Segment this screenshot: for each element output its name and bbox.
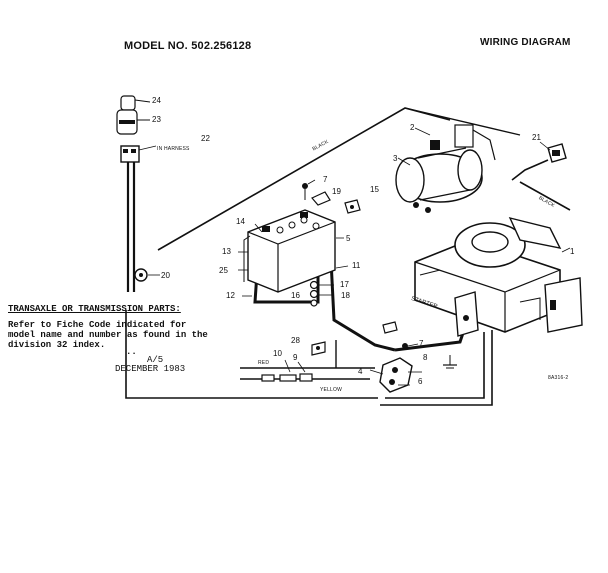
model-number: MODEL NO. 502.256128: [124, 40, 252, 52]
bottom-wire: [125, 310, 378, 399]
grommet-20: [134, 268, 160, 282]
battery-cable-11: [328, 239, 396, 352]
notes-line-1: Refer to Fiche Code indicated for: [8, 320, 187, 330]
notes-line-2: model name and number as found in the: [8, 330, 208, 340]
callout-23: 23: [152, 115, 161, 124]
callout-17: 17: [340, 280, 349, 289]
callout-18: 18: [341, 291, 350, 300]
callout-15: 15: [370, 185, 379, 194]
engine: [414, 216, 583, 337]
black-wire-upper: [404, 107, 521, 136]
yellow-wire-label: YELLOW: [320, 387, 343, 393]
notes-dots: ..: [126, 347, 137, 357]
callout-25: 25: [219, 266, 228, 275]
callout-3: 3: [393, 154, 398, 163]
callout-8: 8: [423, 353, 428, 362]
callout-24: 24: [152, 96, 161, 105]
starter-generator: [395, 124, 496, 213]
bottom-wire-right: [380, 330, 493, 406]
battery-bolt: [302, 179, 331, 206]
harness-connector: [120, 145, 157, 163]
solenoid: [369, 357, 422, 393]
screw-7-lower: [402, 343, 419, 349]
clip-near-8: [382, 321, 398, 334]
callout-1: 1: [570, 247, 575, 256]
callout-19: 19: [332, 187, 341, 196]
black-wire-right: [511, 159, 549, 181]
in-harness-label: IN HARNESS: [157, 146, 190, 152]
bottom-wire-right-2: [385, 332, 485, 399]
terminal-hardware: [309, 280, 334, 307]
callout-10: 10: [273, 349, 282, 358]
revision-code: A/5: [147, 355, 164, 365]
callout-11: 11: [352, 261, 361, 270]
drawing-code: 8A316-2: [548, 375, 569, 381]
callout-9: 9: [293, 353, 298, 362]
callout-28: 28: [291, 336, 300, 345]
revision-date: DECEMBER 1983: [115, 364, 186, 374]
notes-line-3: division 32 index.: [8, 340, 106, 350]
notes-heading: TRANSAXLE OR TRANSMISSION PARTS:: [8, 304, 181, 314]
callout-7-lower: 7: [419, 339, 424, 348]
ignition-key-switch: [116, 95, 151, 135]
callout-21: 21: [532, 133, 541, 142]
callout-4: 4: [358, 367, 363, 376]
red-wire-label: RED: [258, 360, 270, 366]
callout-16: 16: [291, 291, 300, 300]
callout-2: 2: [410, 123, 415, 132]
diagram-title: WIRING DIAGRAM: [480, 37, 571, 48]
battery: [243, 209, 336, 293]
ground-symbol: [443, 355, 457, 369]
callout-7: 7: [323, 175, 328, 184]
black-wire-right-2: [519, 181, 571, 211]
callout-6: 6: [418, 377, 423, 386]
callout-12: 12: [226, 291, 235, 300]
callout-20: 20: [161, 271, 170, 280]
callout-14: 14: [236, 217, 245, 226]
clip-15: [344, 199, 361, 214]
connector-21: [539, 141, 567, 163]
callout-22: 22: [201, 134, 210, 143]
callout-5: 5: [346, 234, 351, 243]
callout-13: 13: [222, 247, 231, 256]
fuse-holder: [261, 341, 326, 382]
